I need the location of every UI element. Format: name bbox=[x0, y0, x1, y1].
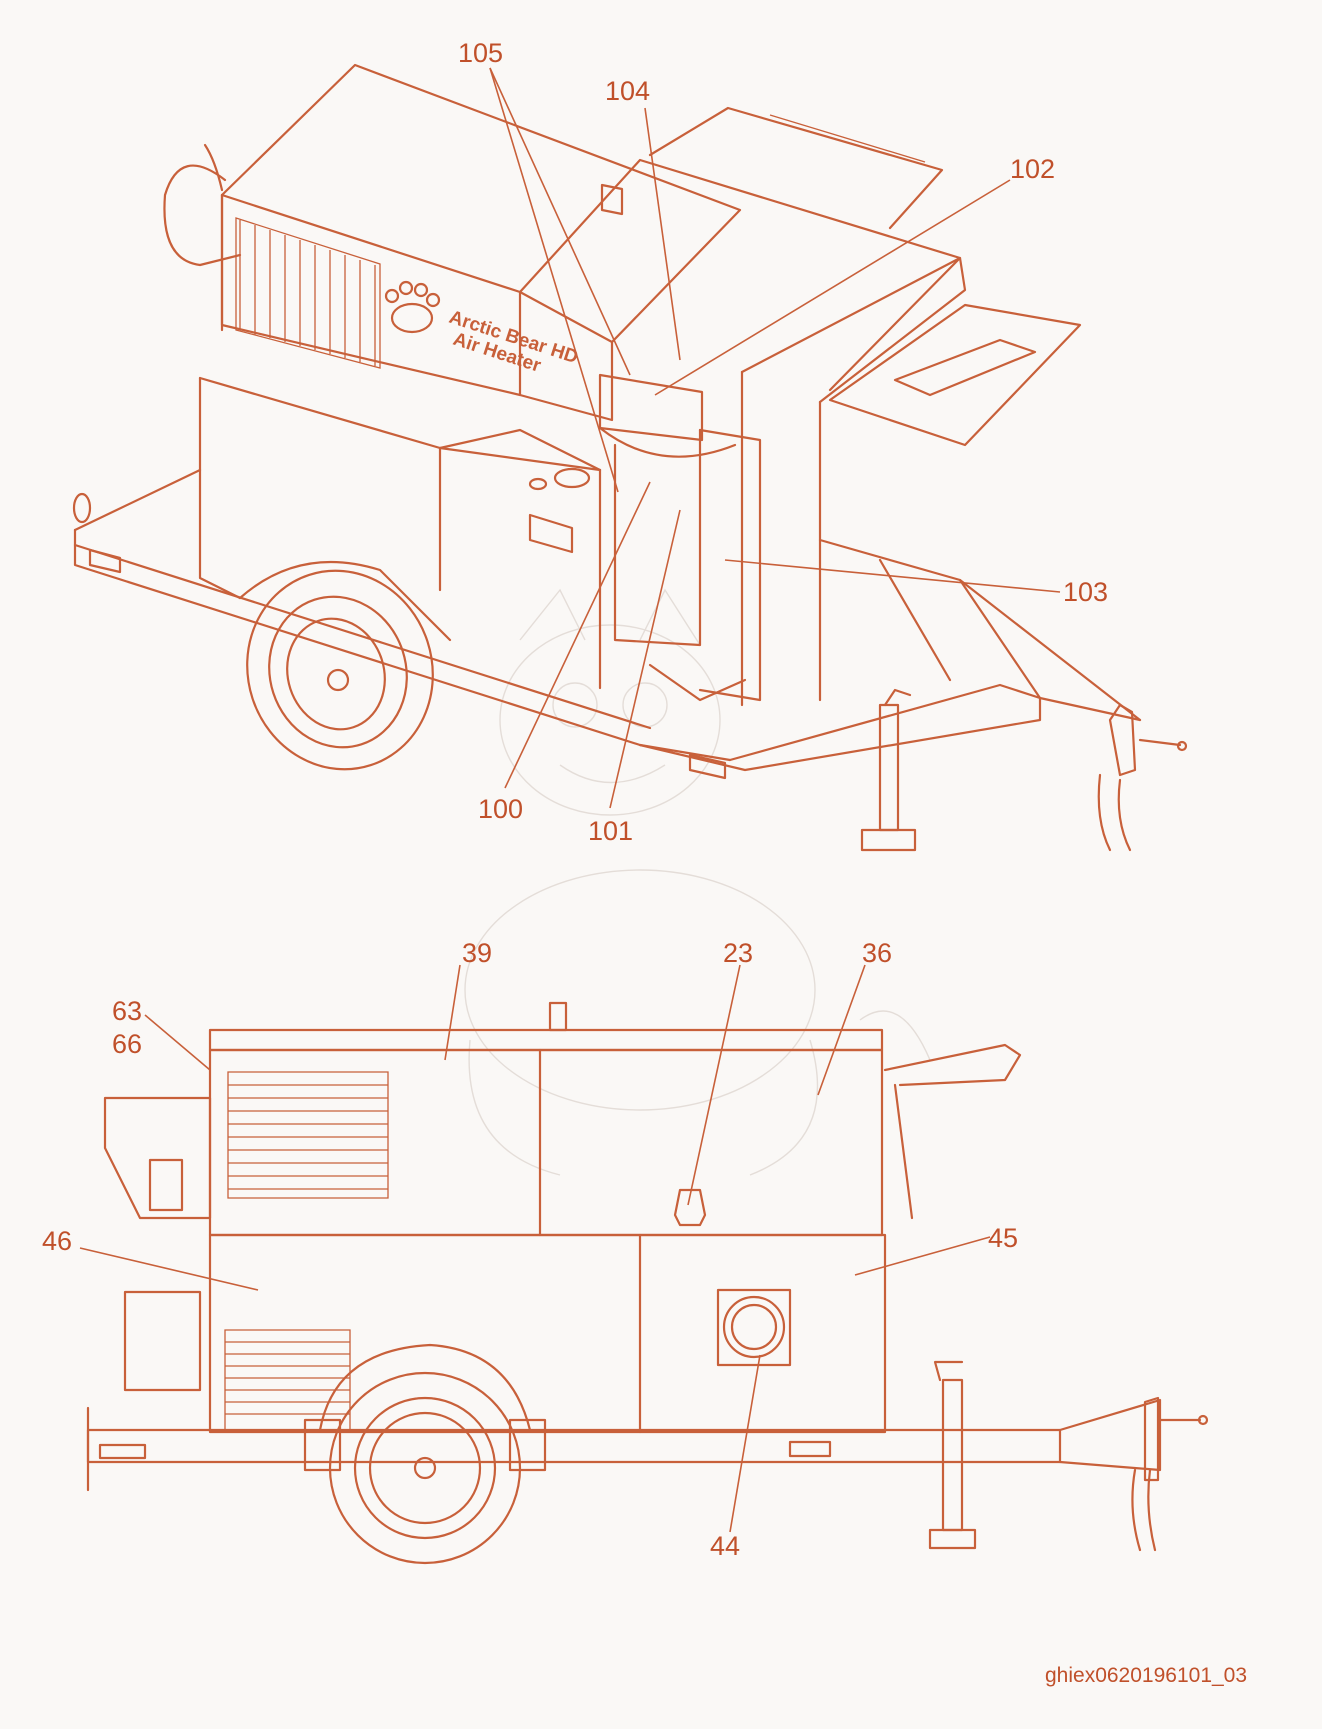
callout-36: 36 bbox=[862, 938, 892, 968]
top-jack-stand bbox=[860, 688, 917, 852]
watermark-mascot bbox=[464, 588, 931, 1176]
intake-port bbox=[716, 1288, 792, 1367]
callout-39: 39 bbox=[462, 938, 492, 968]
leader-lines bbox=[79, 67, 1061, 1533]
callout-63: 63 bbox=[112, 996, 142, 1026]
callout-23: 23 bbox=[723, 938, 753, 968]
callout-44: 44 bbox=[710, 1531, 740, 1561]
callout-46: 46 bbox=[42, 1226, 72, 1256]
side-wheel bbox=[328, 1371, 522, 1565]
callout-105: 105 bbox=[458, 38, 503, 68]
callout-labels: 105 104 102 103 100 101 39 23 36 63 66 4… bbox=[42, 38, 1108, 1561]
side-jack-stand bbox=[928, 1360, 977, 1550]
callout-104: 104 bbox=[605, 76, 650, 106]
top-wheel bbox=[246, 569, 434, 771]
side-louver-lower bbox=[224, 1329, 351, 1431]
callout-101: 101 bbox=[588, 816, 633, 846]
callout-102: 102 bbox=[1010, 154, 1055, 184]
side-louver-upper bbox=[227, 1071, 389, 1199]
figure-id: ghiex0620196101_03 bbox=[1045, 1664, 1247, 1687]
hopper-assembly bbox=[598, 373, 762, 702]
isometric-heater-view: Arctic Bear HD Air Heater bbox=[72, 63, 1188, 852]
callout-45: 45 bbox=[988, 1223, 1018, 1253]
paw-print-icon bbox=[384, 280, 441, 334]
callout-66: 66 bbox=[112, 1029, 142, 1059]
callout-103: 103 bbox=[1063, 577, 1108, 607]
callout-100: 100 bbox=[478, 794, 523, 824]
side-elevation-view bbox=[86, 1001, 1209, 1565]
upper-louver-grille bbox=[235, 217, 381, 369]
